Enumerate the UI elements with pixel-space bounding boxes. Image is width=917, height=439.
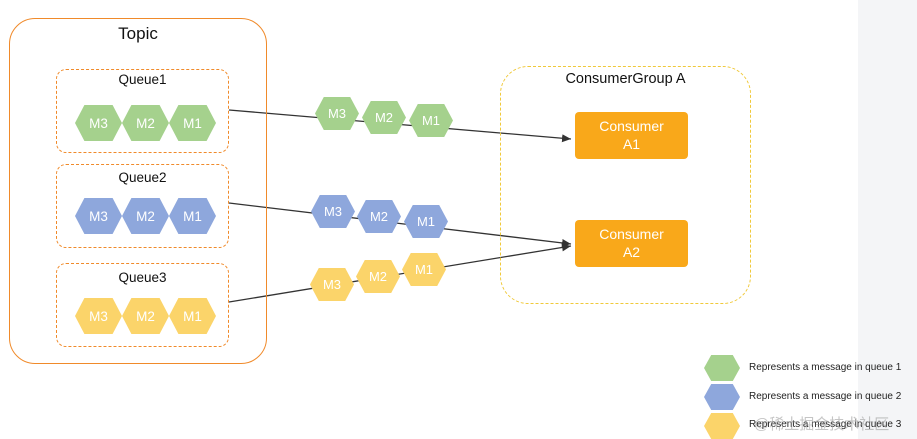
legend-queue2-text: Represents a message in queue 2 bbox=[749, 391, 902, 402]
consumer-a1-box: Consumer A1 bbox=[575, 112, 688, 159]
flight1-message-m1: M1 bbox=[409, 104, 453, 137]
flight2-message-m2: M2 bbox=[357, 200, 401, 233]
right-margin-strip bbox=[858, 0, 917, 439]
consumer-a1-id: A1 bbox=[622, 136, 641, 152]
queue3-message-m2: M2 bbox=[122, 298, 169, 334]
consumer-a2-label: Consumer bbox=[599, 226, 664, 242]
consumer-group-container bbox=[500, 66, 751, 304]
flight3-message-m2: M2 bbox=[356, 260, 400, 293]
flight1-message-m3: M3 bbox=[315, 97, 359, 130]
arrow-queue2-to-consumer-a2 bbox=[228, 202, 572, 247]
queue3-container bbox=[56, 263, 229, 347]
queue1-message-m1: M1 bbox=[169, 105, 216, 141]
topic-container bbox=[9, 18, 267, 364]
flight1-message-m2: M2 bbox=[362, 101, 406, 134]
queue1-message-m3: M3 bbox=[75, 105, 122, 141]
flight3-message-m3: M3 bbox=[310, 268, 354, 301]
queue2-message-m1: M1 bbox=[169, 198, 216, 234]
flight3-message-m1: M1 bbox=[402, 253, 446, 286]
queue3-title: Queue3 bbox=[118, 270, 167, 285]
consumer-a2-box: Consumer A2 bbox=[575, 220, 688, 267]
queue2-container bbox=[56, 164, 229, 248]
queue3-message-m3: M3 bbox=[75, 298, 122, 334]
queue2-message-m2: M2 bbox=[122, 198, 169, 234]
legend-queue1-text: Represents a message in queue 1 bbox=[749, 362, 902, 373]
watermark: @稀土掘金技术社区 bbox=[754, 416, 890, 433]
consumer-a1-label: Consumer bbox=[599, 118, 664, 134]
legend-queue3-hexagon bbox=[704, 413, 740, 439]
queue1-container bbox=[56, 69, 229, 153]
queue1-title: Queue1 bbox=[118, 72, 167, 87]
queue2-title: Queue2 bbox=[118, 170, 167, 185]
consumer-a2-id: A2 bbox=[622, 244, 641, 260]
arrow-queue3-to-consumer-a2 bbox=[228, 243, 572, 303]
legend-queue3-text: Represents a message in queue 3 bbox=[749, 419, 902, 430]
flight2-message-m3: M3 bbox=[311, 195, 355, 228]
queue1-message-m2: M2 bbox=[122, 105, 169, 141]
queue3-message-m1: M1 bbox=[169, 298, 216, 334]
queue2-message-m3: M3 bbox=[75, 198, 122, 234]
legend-queue2-hexagon bbox=[704, 384, 740, 410]
legend-queue1-hexagon bbox=[704, 355, 740, 381]
topic-title: Topic bbox=[118, 24, 158, 43]
flight2-message-m1: M1 bbox=[404, 205, 448, 238]
consumer-group-title: ConsumerGroup A bbox=[565, 71, 686, 87]
